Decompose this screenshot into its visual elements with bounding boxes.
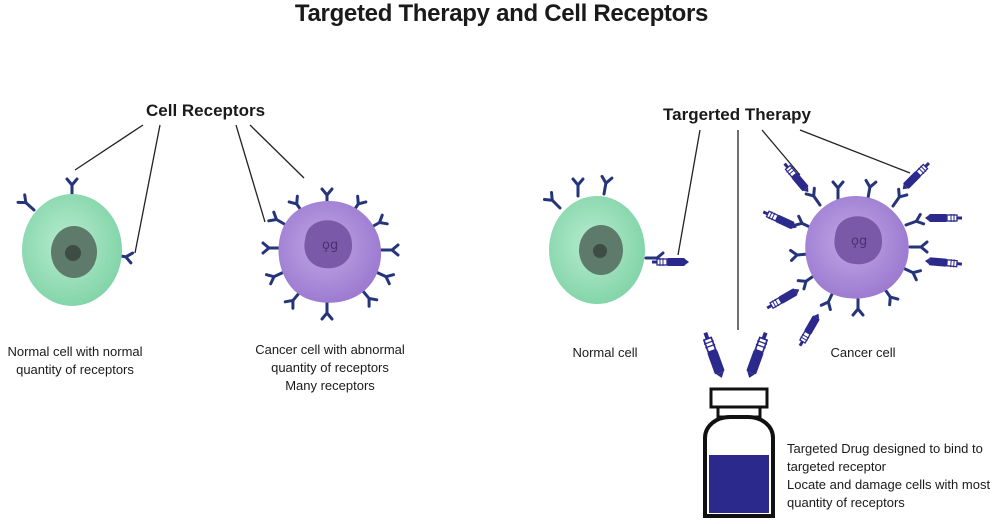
cancer-cell-left: o̧g <box>261 187 400 321</box>
right-pointer-lines <box>677 129 911 330</box>
svg-text:o̧g: o̧g <box>851 234 867 249</box>
normal-cell-right <box>542 174 690 304</box>
cancer-cell-caption-right: Cancer cell <box>830 345 896 360</box>
svg-text:o̧g: o̧g <box>322 238 338 253</box>
normal-cell-left <box>16 177 135 306</box>
normal-cell-caption-left: Normal cell with normal quantity of rece… <box>7 344 143 377</box>
targeted-drug-caption: Targeted Drug designed to bind to target… <box>787 441 991 510</box>
drug-bottle <box>699 330 775 518</box>
normal-cell-caption-right: Normal cell <box>572 345 638 360</box>
targeted-therapy-heading: Targerted Therapy <box>663 105 812 124</box>
cancer-cell-right: o̧g <box>760 159 963 349</box>
diagram-title: Targeted Therapy and Cell Receptors <box>294 0 709 27</box>
cancer-cell-caption-left: Cancer cell with abnormal quantity of re… <box>255 342 405 393</box>
left-pointer-lines <box>74 124 305 254</box>
cell-receptors-heading: Cell Receptors <box>146 101 266 120</box>
